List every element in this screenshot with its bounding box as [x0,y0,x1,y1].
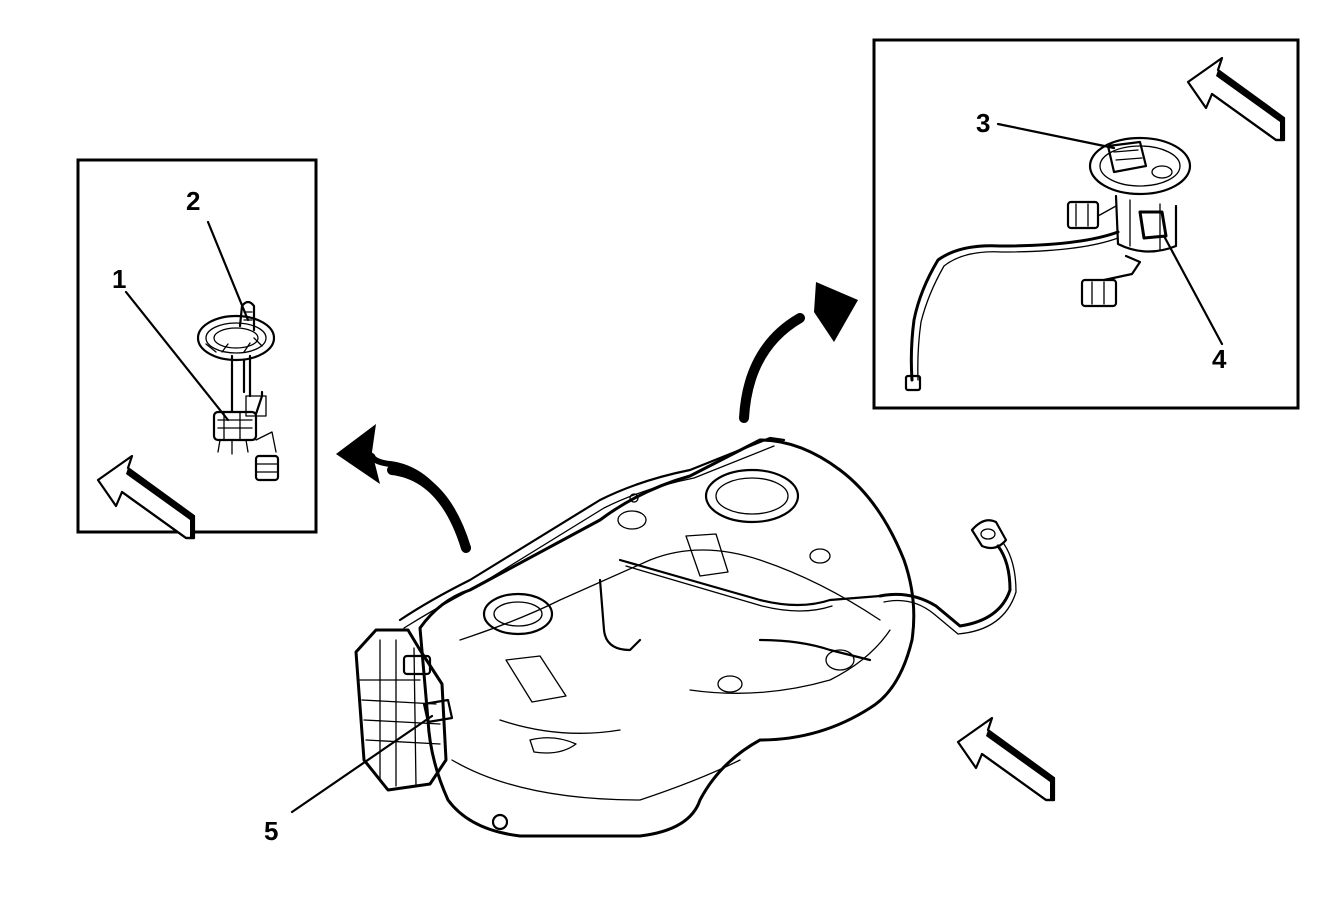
fuel-pump-module-left [196,300,280,482]
fuel-tank-assembly [354,436,1017,838]
direction-arrow-icon [956,716,1056,802]
callout-3: 3 [976,108,990,138]
curved-pointer-arrow-right [739,282,858,423]
fuel-pump-module-right [904,136,1192,392]
callout-2: 2 [186,186,200,216]
right-inset-panel: 3 4 [872,38,1300,410]
left-inset-panel: 2 1 [76,158,318,540]
callout-4: 4 [1212,344,1227,374]
callout-1: 1 [112,264,126,294]
evap-canister [354,628,454,792]
callout-5: 5 [264,816,278,846]
curved-pointer-arrow-left [336,424,471,553]
